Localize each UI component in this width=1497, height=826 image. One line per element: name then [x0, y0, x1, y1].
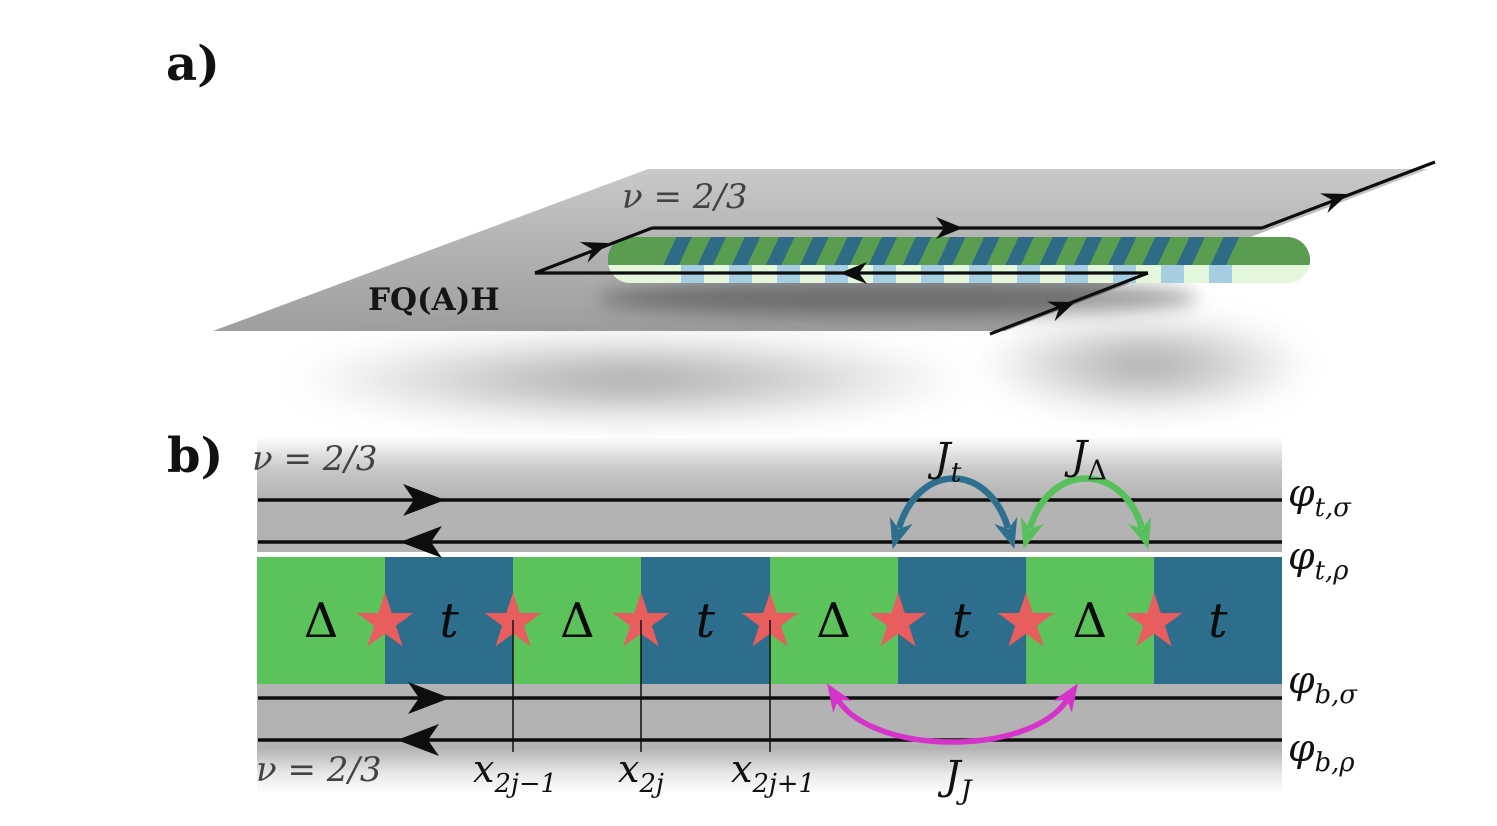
bar-shadow	[598, 280, 1198, 316]
position-label-x2j: x2j	[618, 747, 664, 799]
block-label: Δ	[559, 592, 595, 649]
material-label: FQ(A)H	[368, 282, 500, 318]
filling-factor-label-b-top: ν = 2/3	[252, 439, 378, 479]
tunneling-region-t: t	[1153, 557, 1282, 684]
filling-factor-label-a: ν = 2/3	[622, 177, 748, 217]
pairing-region-delta: Δ	[513, 557, 642, 684]
bar-right-cap	[1244, 237, 1310, 283]
edge-mode-label-t-rho: φt,ρ	[1288, 534, 1349, 586]
jt-coupling-arrow	[889, 475, 1018, 550]
bar-top-face	[608, 237, 1310, 265]
domain-wall-star-icon: ★	[864, 578, 932, 665]
pairing-region-delta: Δ	[1025, 557, 1154, 684]
pairing-region-delta: Δ	[769, 557, 898, 684]
domain-wall-star-icon: ★	[351, 578, 419, 665]
panel-a-edge-channel-lines	[534, 160, 1436, 336]
alternating-wire-band: Δ t Δ t Δ t Δ t	[257, 557, 1282, 684]
edge-mode-label-b-rho: φb,ρ	[1288, 726, 1355, 778]
block-label: Δ	[1072, 592, 1108, 649]
block-label: t	[439, 592, 459, 649]
panel-a-label: a)	[166, 36, 220, 92]
tunneling-region-t: t	[641, 557, 770, 684]
panel-b-label: b)	[167, 428, 224, 484]
jdelta-coupling-label: JΔ	[1071, 433, 1107, 487]
sheet-shadow-right	[930, 300, 1360, 430]
filling-factor-label-b-bottom: ν = 2/3	[256, 750, 382, 790]
pairing-region-delta: Δ	[257, 557, 386, 684]
block-label: Δ	[816, 592, 851, 649]
sheet-shadow-left	[190, 322, 1070, 437]
block-label: t	[695, 592, 716, 649]
jt-coupling-label: Jt	[934, 435, 962, 489]
edge-mode-label-b-sigma: φb,σ	[1288, 658, 1357, 710]
domain-wall-star-icon: ★	[1120, 578, 1188, 665]
jj-coupling-arrow	[826, 683, 1079, 745]
domain-wall-star-icon: ★	[992, 578, 1060, 665]
jj-coupling-label: JJ	[944, 753, 972, 807]
position-label-x2j-plus-1: x2j+1	[731, 747, 815, 799]
bar-left-cap	[608, 237, 660, 283]
domain-wall-position-lines	[512, 620, 771, 752]
block-label: Δ	[303, 592, 339, 649]
position-label-x2j-minus-1: x2j−1	[473, 747, 557, 799]
jdelta-coupling-arrow	[1020, 475, 1152, 550]
tunneling-region-t: t	[385, 557, 514, 684]
panel-b-arrowheads	[397, 484, 450, 756]
block-label: t	[952, 592, 972, 649]
block-label: t	[1208, 592, 1228, 649]
panel-a-arrowheads	[579, 193, 1348, 322]
edge-mode-label-t-sigma: φt,σ	[1288, 471, 1351, 523]
tunneling-region-t: t	[897, 557, 1026, 684]
